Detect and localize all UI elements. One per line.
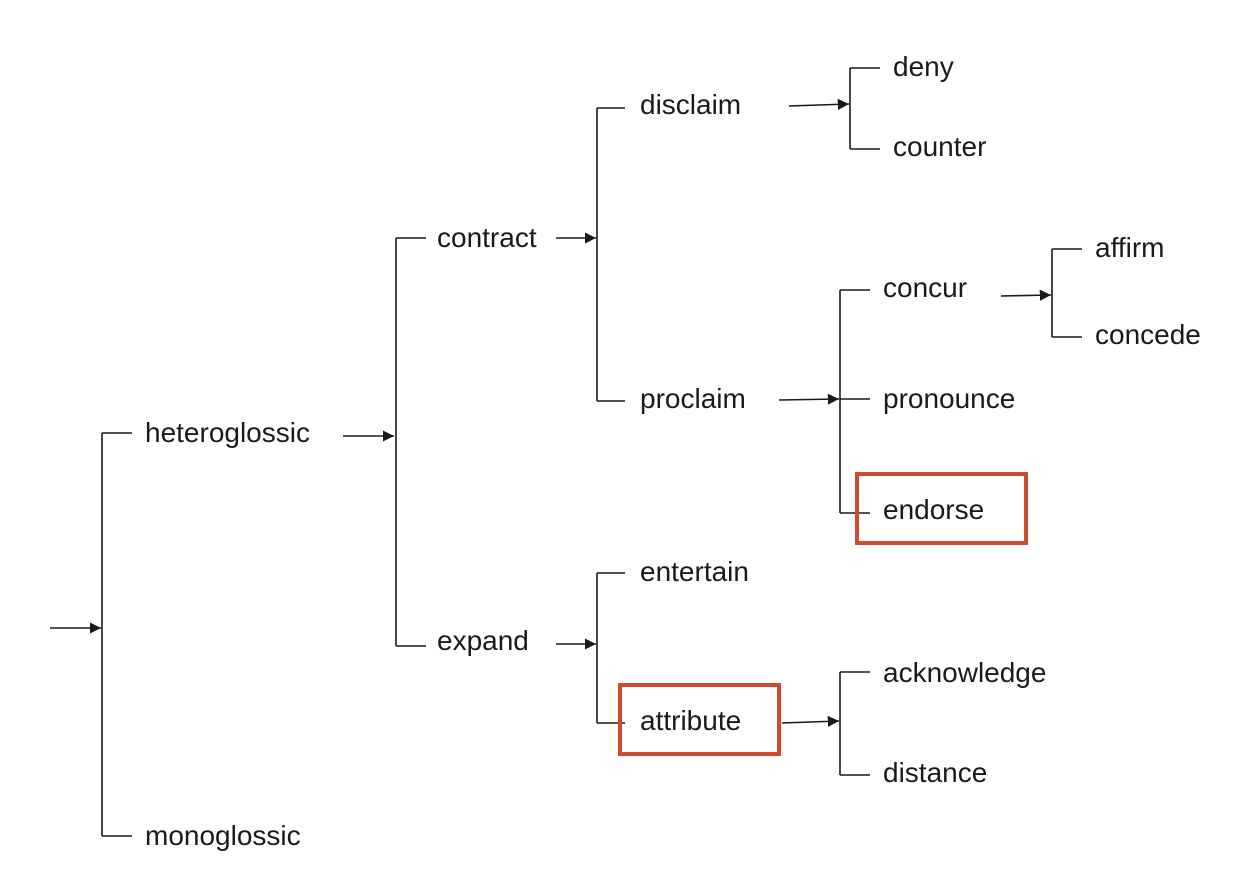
node-acknowledge: acknowledge <box>883 657 1047 688</box>
arrow-disclaim <box>788 98 850 110</box>
node-disclaim: disclaim <box>640 89 742 120</box>
node-concur: concur <box>883 272 968 303</box>
node-proclaim: proclaim <box>640 383 746 414</box>
arrow-concur <box>1000 289 1052 301</box>
attribute-highlight-box <box>618 683 781 756</box>
node-expand: expand <box>437 625 529 656</box>
arrow-proclaim <box>778 393 840 405</box>
node-attribute: attribute <box>640 705 742 736</box>
endorse-highlight-box <box>855 472 1028 545</box>
node-pronounce: pronounce <box>883 383 1016 414</box>
node-entertain: entertain <box>640 556 749 587</box>
arrow-attribute <box>781 715 840 727</box>
node-monoglossic: monoglossic <box>145 820 301 851</box>
node-contract: contract <box>437 222 537 253</box>
node-affirm: affirm <box>1095 232 1165 263</box>
node-counter: counter <box>893 131 987 162</box>
node-distance: distance <box>883 757 988 788</box>
node-concede: concede <box>1095 319 1201 350</box>
node-endorse: endorse <box>883 494 985 525</box>
node-deny: deny <box>893 51 954 82</box>
node-heteroglossic: heteroglossic <box>145 417 310 448</box>
